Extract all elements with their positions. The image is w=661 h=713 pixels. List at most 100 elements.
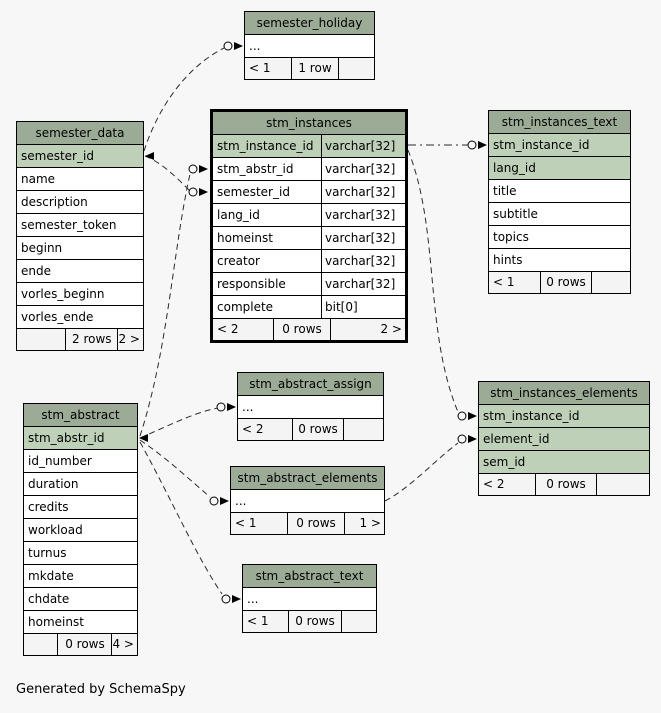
pager-prev: < 2 — [217, 322, 239, 336]
row-count: 0 rows — [540, 272, 591, 293]
table-title: stm_abstract — [24, 404, 137, 427]
column-name: mkdate — [28, 569, 74, 583]
column-name: semester_id — [21, 149, 94, 163]
column-row-vorles_beginn: vorles_beginn — [17, 283, 143, 306]
column-name: turnus — [28, 546, 67, 560]
column-name: homeinst — [217, 231, 273, 245]
column-row-id_number: id_number — [24, 450, 137, 473]
column-name: vorles_beginn — [21, 287, 105, 301]
column-name: vorles_ende — [21, 310, 94, 324]
column-row-sem_id: sem_id — [479, 451, 649, 474]
column-row-element_id: element_id — [479, 428, 649, 451]
table-node-semester_holiday[interactable]: semester_holiday... < 1 1 row — [244, 11, 375, 80]
rel-semester_data-stm_instances — [144, 155, 190, 191]
table-title: stm_instances — [213, 112, 405, 135]
column-name: ende — [21, 264, 51, 278]
column-row-chdate: chdate — [24, 588, 137, 611]
row-count: 1 row — [291, 58, 338, 79]
column-name: lang_id — [493, 161, 536, 175]
column-name: description — [21, 195, 88, 209]
column-row-homeinst: homeinst varchar[32] — [213, 227, 405, 250]
column-type: varchar[32] — [321, 273, 405, 295]
column-row-duration: duration — [24, 473, 137, 496]
table-title: stm_abstract_elements — [231, 467, 384, 490]
column-row-semester_id: semester_id — [17, 145, 143, 168]
pager-prev: < 2 — [242, 422, 264, 436]
column-type: bit[0] — [321, 296, 405, 318]
pager-prev: < 1 — [235, 516, 257, 530]
pager-next — [341, 611, 376, 632]
row-count: 0 rows — [57, 634, 111, 655]
pager-prev: < 1 — [249, 61, 271, 75]
column-type: varchar[32] — [321, 158, 405, 180]
column-name: stm_instance_id — [217, 139, 314, 153]
table-title: semester_holiday — [245, 12, 374, 35]
table-title: semester_data — [17, 122, 143, 145]
column-row-stm_instance_id: stm_instance_id — [489, 134, 630, 157]
column-row-hints: hints — [489, 249, 630, 272]
rel-stm_abstract_elements-stm_instances_elements — [384, 442, 459, 502]
column-name: semester_id — [217, 185, 290, 199]
column-row-name: name — [17, 168, 143, 191]
pager-next: 4 > — [111, 634, 137, 655]
row-count: 0 rows — [288, 611, 341, 632]
rel-stm_abstract-stm_abstract_assign — [139, 407, 219, 439]
column-name: workload — [28, 523, 83, 537]
table-node-stm_instances_text[interactable]: stm_instances_text stm_instance_id lang_id… — [488, 110, 631, 294]
column-name: chdate — [28, 592, 70, 606]
rel-stm_abstract-stm_abstract_text — [139, 441, 223, 595]
column-name: lang_id — [217, 208, 260, 222]
rel-stm_abstract-stm_instances — [139, 173, 191, 437]
rel-stm_abstract-stm_abstract_elements — [139, 439, 211, 498]
pager-next: 2 > — [117, 329, 143, 350]
table-title: stm_abstract_assign — [238, 373, 383, 396]
pager-prev — [24, 634, 57, 655]
column-type: varchar[32] — [321, 204, 405, 226]
column-type: varchar[32] — [321, 227, 405, 249]
column-row-topics: topics — [489, 226, 630, 249]
pager-prev: < 2 — [483, 477, 505, 491]
column-row-semester_token: semester_token — [17, 214, 143, 237]
column-name: title — [493, 184, 517, 198]
column-name: id_number — [28, 454, 92, 468]
column-row-mkdate: mkdate — [24, 565, 137, 588]
column-row-vorles_ende: vorles_ende — [17, 306, 143, 329]
table-title: stm_abstract_text — [243, 565, 376, 588]
column-name: beginn — [21, 241, 63, 255]
column-type: varchar[32] — [321, 250, 405, 272]
column-name: ... — [249, 39, 261, 53]
column-name: stm_instance_id — [493, 138, 590, 152]
table-title: stm_instances_text — [489, 111, 630, 134]
pager-next — [338, 58, 374, 79]
pager-next: 1 > — [344, 513, 384, 534]
column-row-beginn: beginn — [17, 237, 143, 260]
column-row-ellipsis: ... — [243, 588, 376, 611]
column-row-ende: ende — [17, 260, 143, 283]
column-row-workload: workload — [24, 519, 137, 542]
generated-by-note: Generated by SchemaSpy — [16, 682, 186, 697]
row-count: 2 rows — [65, 329, 117, 350]
column-name: ... — [235, 494, 247, 508]
column-row-credits: credits — [24, 496, 137, 519]
row-count: 0 rows — [287, 513, 344, 534]
column-name: ... — [247, 592, 259, 606]
column-row-title: title — [489, 180, 630, 203]
column-name: stm_abstr_id — [217, 162, 294, 176]
row-count: 0 rows — [292, 419, 343, 440]
column-name: complete — [217, 300, 274, 314]
column-row-complete: complete bit[0] — [213, 296, 405, 319]
column-name: stm_instance_id — [483, 409, 580, 423]
